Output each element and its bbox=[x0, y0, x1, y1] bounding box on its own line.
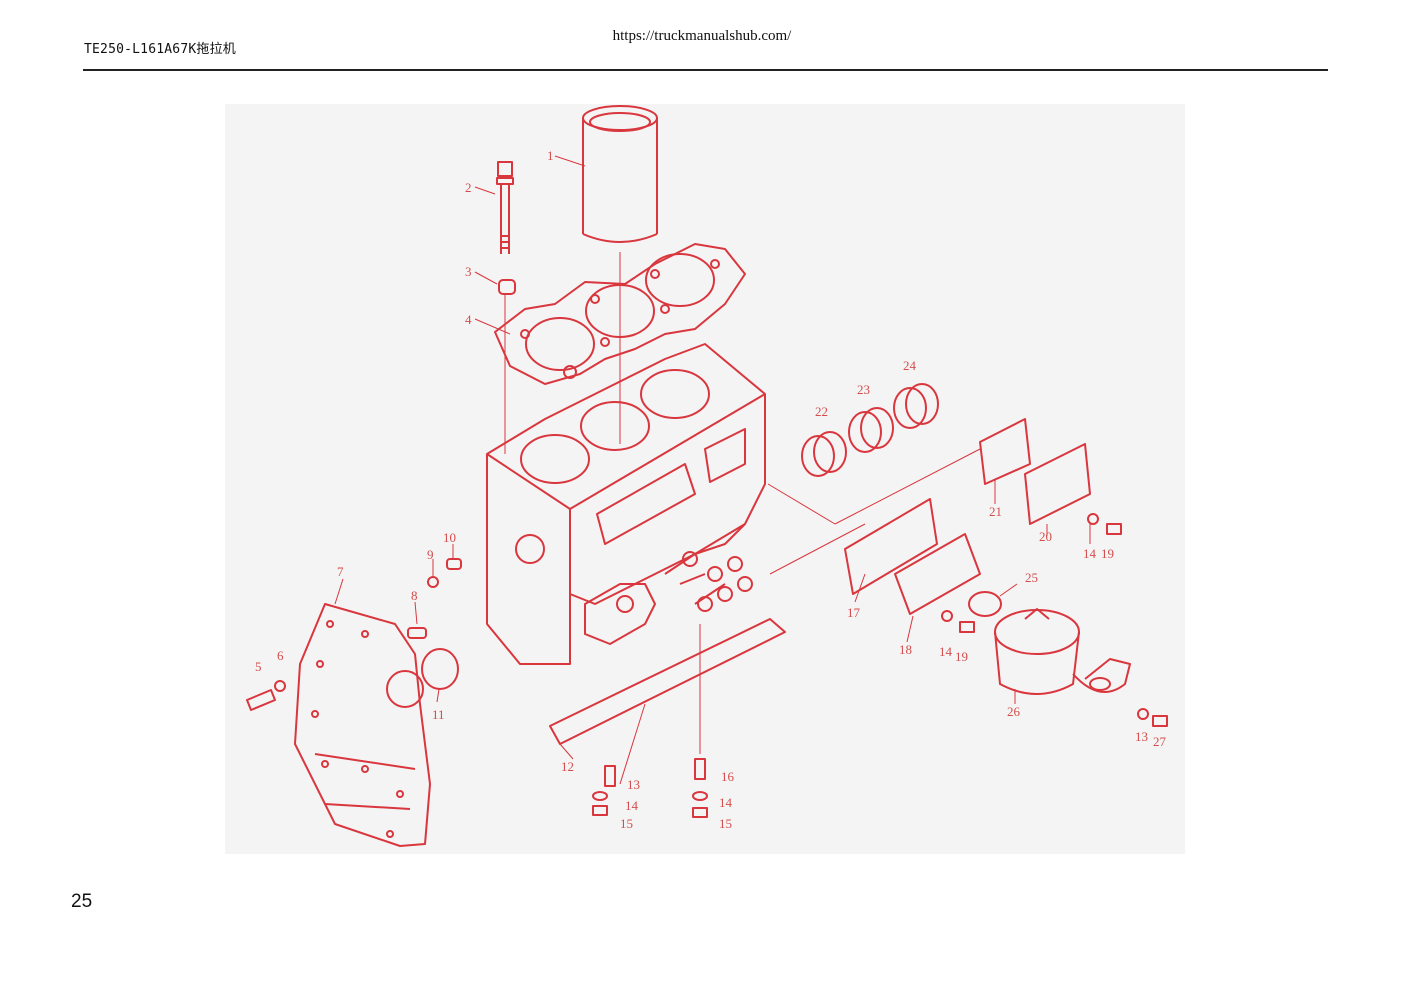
callout-10: 10 bbox=[443, 530, 456, 545]
oil-pan-gasket bbox=[549, 618, 786, 745]
callout-14-mid: 14 bbox=[939, 644, 953, 659]
washer-14b bbox=[941, 610, 953, 622]
exploded-parts-diagram: 1 2 3 4 5 6 7 8 9 10 11 12 13 14 15 14 1… bbox=[225, 104, 1185, 854]
callout-26: 26 bbox=[1007, 704, 1021, 719]
elbow-gasket bbox=[968, 591, 1002, 617]
callout-1: 1 bbox=[547, 148, 554, 163]
camshaft-bushing-24 bbox=[893, 383, 939, 429]
plug-9 bbox=[427, 576, 439, 588]
callout-17: 17 bbox=[847, 605, 861, 620]
callout-16: 16 bbox=[721, 769, 735, 784]
breather-cover bbox=[894, 533, 981, 615]
camshaft-bushing-22 bbox=[801, 431, 847, 477]
callout-11: 11 bbox=[432, 707, 445, 722]
callout-14-upper: 14 bbox=[1083, 546, 1097, 561]
callout-7: 7 bbox=[337, 564, 344, 579]
bolt-19b bbox=[959, 621, 975, 633]
callout-24: 24 bbox=[903, 358, 917, 373]
engine-block bbox=[486, 343, 766, 665]
washer-13 bbox=[1137, 708, 1149, 720]
callout-19-mid: 19 bbox=[955, 649, 968, 664]
callout-12: 12 bbox=[561, 759, 574, 774]
round-gasket bbox=[421, 648, 459, 690]
camshaft-bushing-23 bbox=[848, 407, 894, 453]
header-rule bbox=[83, 69, 1328, 71]
front-plate bbox=[294, 603, 431, 847]
callout-15: 15 bbox=[620, 816, 633, 831]
callout-13-right: 13 bbox=[1135, 729, 1148, 744]
bolt-27 bbox=[1152, 715, 1168, 727]
plug-10 bbox=[446, 558, 462, 570]
breather-gasket bbox=[844, 498, 938, 595]
callout-25: 25 bbox=[1025, 570, 1038, 585]
dowel-pin bbox=[407, 627, 427, 639]
callout-15-right: 15 bbox=[719, 816, 732, 831]
engine-block-exploded-view: 1 2 3 4 5 6 7 8 9 10 11 12 13 14 15 14 1… bbox=[246, 105, 1168, 847]
callout-18: 18 bbox=[899, 642, 912, 657]
cylinder-head-bolt bbox=[496, 161, 514, 254]
side-cover bbox=[1024, 443, 1091, 525]
callout-13: 13 bbox=[627, 777, 640, 792]
front-bolt bbox=[246, 689, 276, 711]
callout-22: 22 bbox=[815, 404, 828, 419]
leader-lines bbox=[334, 155, 1091, 785]
callout-27: 27 bbox=[1153, 734, 1167, 749]
callout-21: 21 bbox=[989, 504, 1002, 519]
callout-23: 23 bbox=[857, 382, 870, 397]
part-callouts: 1 2 3 4 5 6 7 8 9 10 11 12 13 14 15 14 1… bbox=[255, 148, 1167, 831]
washer-14 bbox=[1087, 513, 1099, 525]
side-cover-gasket bbox=[979, 418, 1031, 485]
front-washer bbox=[274, 680, 286, 692]
callout-9: 9 bbox=[427, 547, 434, 562]
callout-14-right: 14 bbox=[719, 795, 733, 810]
source-url[interactable]: https://truckmanualshub.com/ bbox=[612, 28, 792, 44]
page-number: 25 bbox=[71, 891, 93, 912]
callout-6: 6 bbox=[277, 648, 284, 663]
callout-4: 4 bbox=[465, 312, 472, 327]
breather-assembly bbox=[994, 608, 1131, 695]
callout-14: 14 bbox=[625, 798, 639, 813]
document-title: TE250-L161A67K拖拉机 bbox=[84, 42, 236, 57]
callout-20: 20 bbox=[1039, 529, 1052, 544]
callout-19-upper: 19 bbox=[1101, 546, 1114, 561]
callout-2: 2 bbox=[465, 180, 472, 195]
cylinder-liner bbox=[582, 105, 658, 243]
callout-8: 8 bbox=[411, 588, 418, 603]
drain-plug-left bbox=[592, 765, 616, 816]
bolt-washer bbox=[498, 279, 516, 295]
bolt-19 bbox=[1106, 523, 1122, 535]
callout-3: 3 bbox=[465, 264, 472, 279]
callout-5: 5 bbox=[255, 659, 262, 674]
drain-plug-right bbox=[692, 758, 708, 818]
